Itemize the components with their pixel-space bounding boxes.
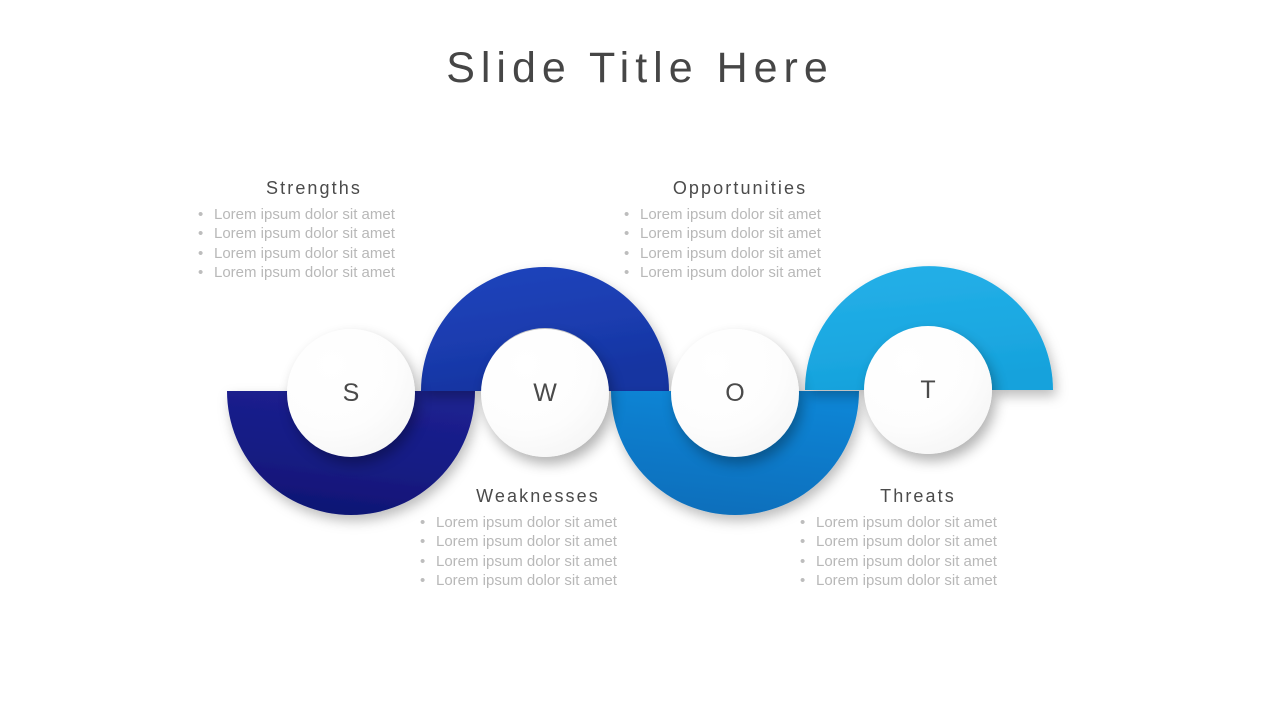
quadrant-strengths: Strengths • Lorem ipsum dolor sit amet •… xyxy=(196,178,436,282)
list-item-text: Lorem ipsum dolor sit amet xyxy=(640,206,821,223)
list-item: • Lorem ipsum dolor sit amet xyxy=(622,224,862,243)
bullet-list-strengths: • Lorem ipsum dolor sit amet • Lorem ips… xyxy=(196,205,436,282)
list-item-text: Lorem ipsum dolor sit amet xyxy=(816,571,997,589)
bullet-list-opportunities: • Lorem ipsum dolor sit amet • Lorem ips… xyxy=(622,205,862,282)
quadrant-weaknesses: Weaknesses • Lorem ipsum dolor sit amet … xyxy=(418,486,658,590)
list-item-text: Lorem ipsum dolor sit amet xyxy=(816,533,997,551)
bullet-dot-icon: • xyxy=(420,533,426,551)
list-item-text: Lorem ipsum dolor sit amet xyxy=(816,514,997,531)
bullet-dot-icon: • xyxy=(198,244,204,262)
list-item-text: Lorem ipsum dolor sit amet xyxy=(214,225,395,243)
list-item-text: Lorem ipsum dolor sit amet xyxy=(214,244,395,262)
swot-node-strengths[interactable]: S xyxy=(287,329,415,457)
list-item: • Lorem ipsum dolor sit amet xyxy=(798,532,1038,551)
list-item: • Lorem ipsum dolor sit amet xyxy=(418,552,658,571)
list-item: • Lorem ipsum dolor sit amet xyxy=(418,513,658,532)
bullet-dot-icon: • xyxy=(800,552,806,570)
list-item-text: Lorem ipsum dolor sit amet xyxy=(816,552,997,570)
bullet-dot-icon: • xyxy=(198,225,204,243)
quadrant-title-strengths: Strengths xyxy=(266,178,362,198)
list-item-text: Lorem ipsum dolor sit amet xyxy=(436,571,617,589)
quadrant-title-threats: Threats xyxy=(880,486,956,506)
swot-node-letter: T xyxy=(920,375,936,404)
list-item: • Lorem ipsum dolor sit amet xyxy=(196,244,436,263)
bullet-dot-icon: • xyxy=(420,514,426,531)
list-item: • Lorem ipsum dolor sit amet xyxy=(798,513,1038,532)
list-item: • Lorem ipsum dolor sit amet xyxy=(196,205,436,224)
bullet-list-threats: • Lorem ipsum dolor sit amet • Lorem ips… xyxy=(798,513,1038,590)
list-item-text: Lorem ipsum dolor sit amet xyxy=(436,533,617,551)
quadrant-title-opportunities: Opportunities xyxy=(672,178,808,198)
list-item: • Lorem ipsum dolor sit amet xyxy=(418,532,658,551)
list-item: • Lorem ipsum dolor sit amet xyxy=(196,224,436,243)
list-item-text: Lorem ipsum dolor sit amet xyxy=(436,552,617,570)
swot-node-weaknesses[interactable]: W xyxy=(481,329,609,457)
list-item: • Lorem ipsum dolor sit amet xyxy=(622,263,862,282)
list-item: • Lorem ipsum dolor sit amet xyxy=(418,571,658,590)
quadrant-title-weaknesses: Weaknesses xyxy=(476,486,600,506)
list-item-text: Lorem ipsum dolor sit amet xyxy=(640,244,821,262)
page-title: Slide Title Here xyxy=(446,44,834,92)
list-item-text: Lorem ipsum dolor sit amet xyxy=(436,514,617,531)
bullet-dot-icon: • xyxy=(800,533,806,551)
swot-node-opportunities[interactable]: O xyxy=(671,329,799,457)
bullet-dot-icon: • xyxy=(198,263,204,281)
list-item-text: Lorem ipsum dolor sit amet xyxy=(640,263,821,281)
list-item: • Lorem ipsum dolor sit amet xyxy=(798,552,1038,571)
list-item: • Lorem ipsum dolor sit amet xyxy=(622,205,862,224)
list-item: • Lorem ipsum dolor sit amet xyxy=(196,263,436,282)
list-item: • Lorem ipsum dolor sit amet xyxy=(622,244,862,263)
bullet-dot-icon: • xyxy=(420,571,426,589)
quadrant-opportunities: Opportunities • Lorem ipsum dolor sit am… xyxy=(622,178,862,282)
swot-node-letter: S xyxy=(342,378,360,407)
bullet-dot-icon: • xyxy=(624,225,630,243)
bullet-list-weaknesses: • Lorem ipsum dolor sit amet • Lorem ips… xyxy=(418,513,658,590)
quadrant-threats: Threats • Lorem ipsum dolor sit amet • L… xyxy=(798,486,1038,590)
bullet-dot-icon: • xyxy=(800,514,806,531)
list-item-text: Lorem ipsum dolor sit amet xyxy=(214,263,395,281)
bullet-dot-icon: • xyxy=(420,552,426,570)
bullet-dot-icon: • xyxy=(624,263,630,281)
swot-node-letter: W xyxy=(533,378,557,407)
bullet-dot-icon: • xyxy=(198,206,204,223)
list-item-text: Lorem ipsum dolor sit amet xyxy=(640,225,821,243)
list-item: • Lorem ipsum dolor sit amet xyxy=(798,571,1038,590)
bullet-dot-icon: • xyxy=(624,244,630,262)
bullet-dot-icon: • xyxy=(800,571,806,589)
list-item-text: Lorem ipsum dolor sit amet xyxy=(214,206,395,223)
swot-node-letter: O xyxy=(725,378,745,407)
swot-node-threats[interactable]: T xyxy=(864,326,992,454)
bullet-dot-icon: • xyxy=(624,206,630,223)
